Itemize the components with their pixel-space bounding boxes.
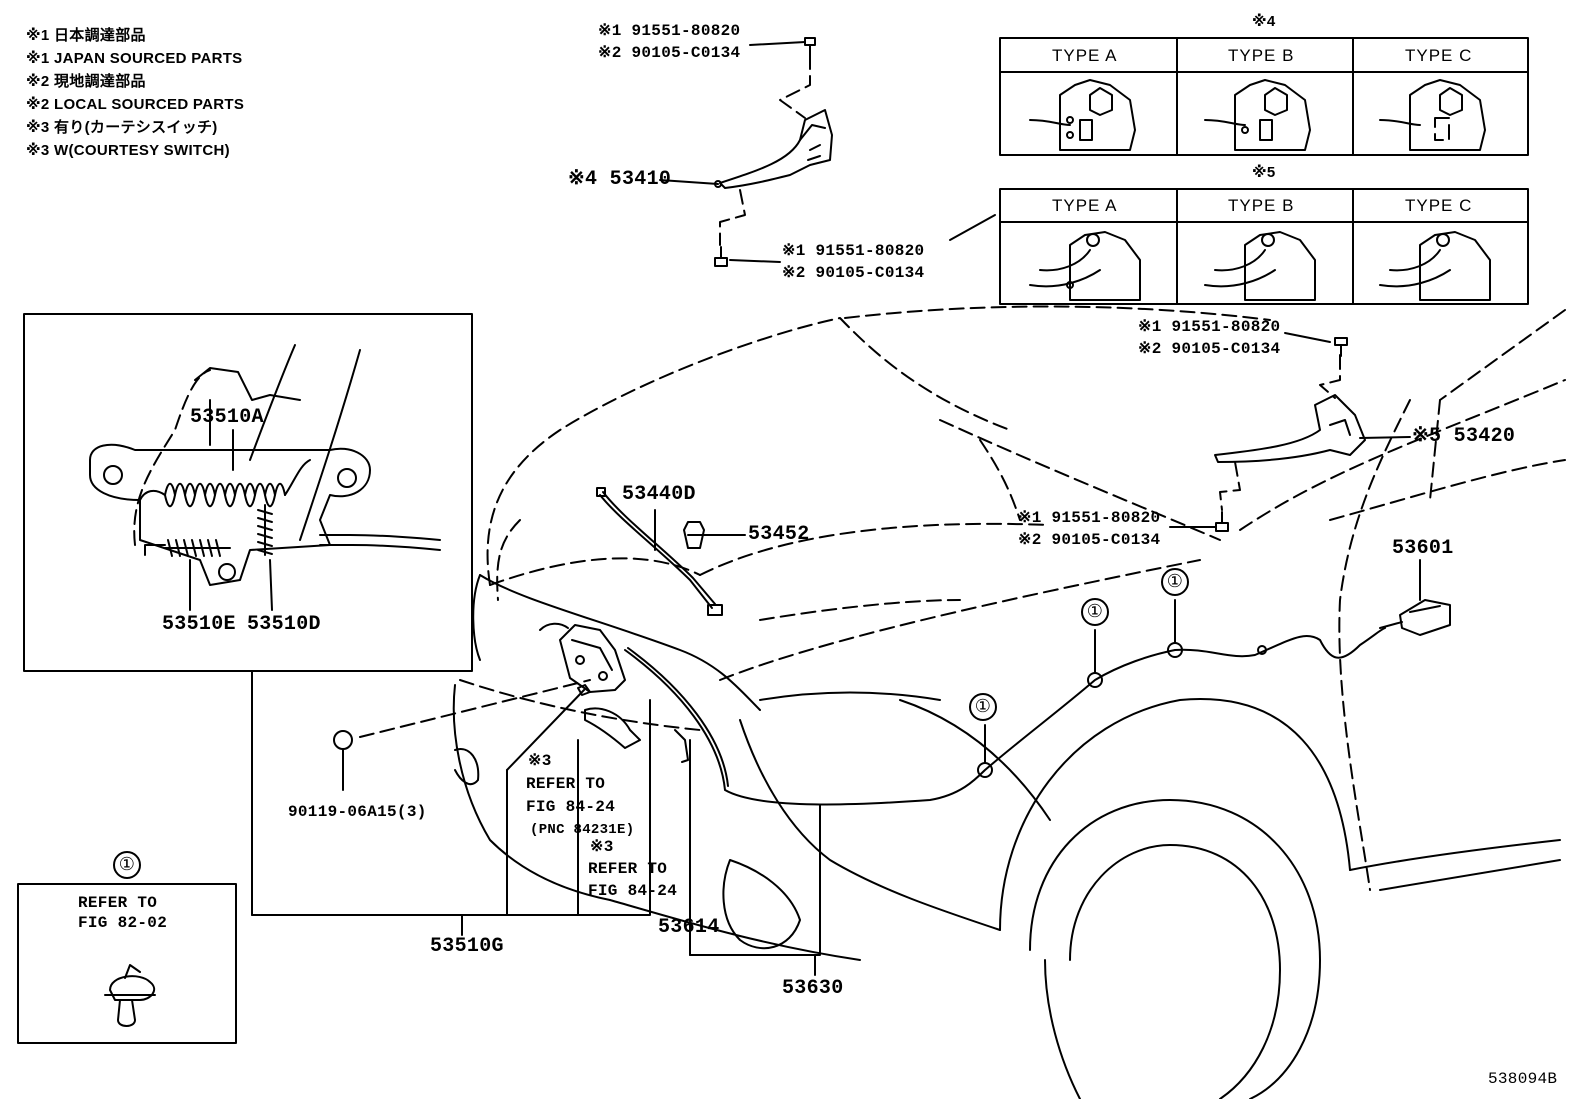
leader-lines: [251, 41, 1421, 976]
car-body-outline: [459, 305, 1566, 891]
part-label-53510E: 53510E: [162, 613, 236, 636]
part-label-53630: 53630: [782, 977, 844, 1000]
bolt-label-right-low-2: ※2 90105-C0134: [1018, 531, 1161, 549]
ref-courtesy-mark-1: ※3: [528, 752, 552, 770]
figure-code: 538094B: [1488, 1070, 1558, 1088]
car-body-solid: [452, 574, 1561, 1099]
part-label-hinge-right: ※5 53420: [1412, 425, 1516, 448]
part-label-53510D: 53510D: [247, 613, 321, 636]
part-label-53510G: 53510G: [430, 935, 504, 958]
hood-lock-drawing: [333, 622, 689, 791]
part-label-53510A: 53510A: [190, 406, 264, 429]
ref-courtesy-line-3: (PNC 84231E): [530, 822, 635, 838]
clip-ref-line-1: REFER TO: [78, 894, 158, 912]
cable-clip-circles: [969, 568, 1189, 721]
clip-53452: [683, 521, 705, 549]
note-jp-courtesy-switch: ※3 有り(カーテシスイッチ): [26, 119, 218, 136]
rod-53440D: [596, 487, 723, 616]
part-label-hinge-left: ※4 53410: [568, 168, 672, 191]
ref-line-2a: REFER TO: [588, 860, 668, 878]
inset-drawing: [89, 344, 441, 611]
ref-mark-2: ※3: [590, 838, 614, 856]
bolt-label-right-low-1: ※1 91551-80820: [1018, 509, 1161, 527]
clip-ref-frame: [17, 883, 237, 1044]
bolt-label-mid-1: ※1 91551-80820: [782, 242, 925, 260]
note-en-japan-sourced: ※1 JAPAN SOURCED PARTS: [26, 50, 243, 67]
bolt-label-top-2: ※2 90105-C0134: [598, 44, 741, 62]
bolt-label-right-top-2: ※2 90105-C0134: [1138, 340, 1281, 358]
bolt-label-mid-2: ※2 90105-C0134: [782, 264, 925, 282]
part-label-90119: 90119-06A15(3): [288, 803, 427, 821]
ref-line-2b: FIG 84-24: [588, 882, 678, 900]
type-table-5-mark: ※5: [1252, 164, 1276, 181]
notes-legend: ※1 日本調達部品 ※1 JAPAN SOURCED PARTS ※2 現地調達…: [26, 24, 244, 162]
type-4-a: TYPE A: [1052, 46, 1118, 65]
note-jp-japan-sourced: ※1 日本調達部品: [26, 27, 146, 44]
type-4-c: TYPE C: [1405, 46, 1473, 65]
part-label-53452: 53452: [748, 523, 810, 546]
cable-clip-marker-2: ①: [1086, 601, 1104, 621]
lever-53601: [1379, 599, 1451, 636]
hinge-left-drawing: [714, 37, 833, 267]
note-en-local-sourced: ※2 LOCAL SOURCED PARTS: [26, 96, 245, 113]
type-table-4-mark: ※4: [1252, 13, 1276, 30]
clip-ref-line-2: FIG 82-02: [78, 914, 168, 932]
part-label-53601: 53601: [1392, 537, 1454, 560]
note-jp-local-sourced: ※2 現地調達部品: [26, 73, 146, 90]
type-table-4: [999, 37, 1529, 156]
inset-frame: [23, 313, 473, 672]
clip-ref-circle: [113, 851, 141, 879]
type-5-b: TYPE B: [1228, 196, 1295, 215]
cable-clip-marker-3: ①: [1166, 571, 1184, 591]
bolt-label-right-top-1: ※1 91551-80820: [1138, 318, 1281, 336]
clip-drawing: [104, 964, 156, 1027]
part-label-53440D: 53440D: [622, 483, 696, 506]
type-5-a: TYPE A: [1052, 196, 1118, 215]
bolt-label-top-1: ※1 91551-80820: [598, 22, 741, 40]
release-cable: [624, 599, 1386, 806]
type-4-b: TYPE B: [1228, 46, 1295, 65]
hinge-right-drawing: [1214, 337, 1366, 532]
ref-courtesy-line-2: FIG 84-24: [526, 798, 616, 816]
ref-courtesy-line-1: REFER TO: [526, 775, 606, 793]
cable-clip-marker-1: ①: [974, 696, 992, 716]
note-en-courtesy-switch: ※3 W(COURTESY SWITCH): [26, 142, 230, 159]
clip-ref-mark: ①: [118, 854, 136, 874]
type-5-c: TYPE C: [1405, 196, 1473, 215]
type-table-5: [999, 188, 1529, 305]
part-label-53614: 53614: [658, 916, 720, 939]
